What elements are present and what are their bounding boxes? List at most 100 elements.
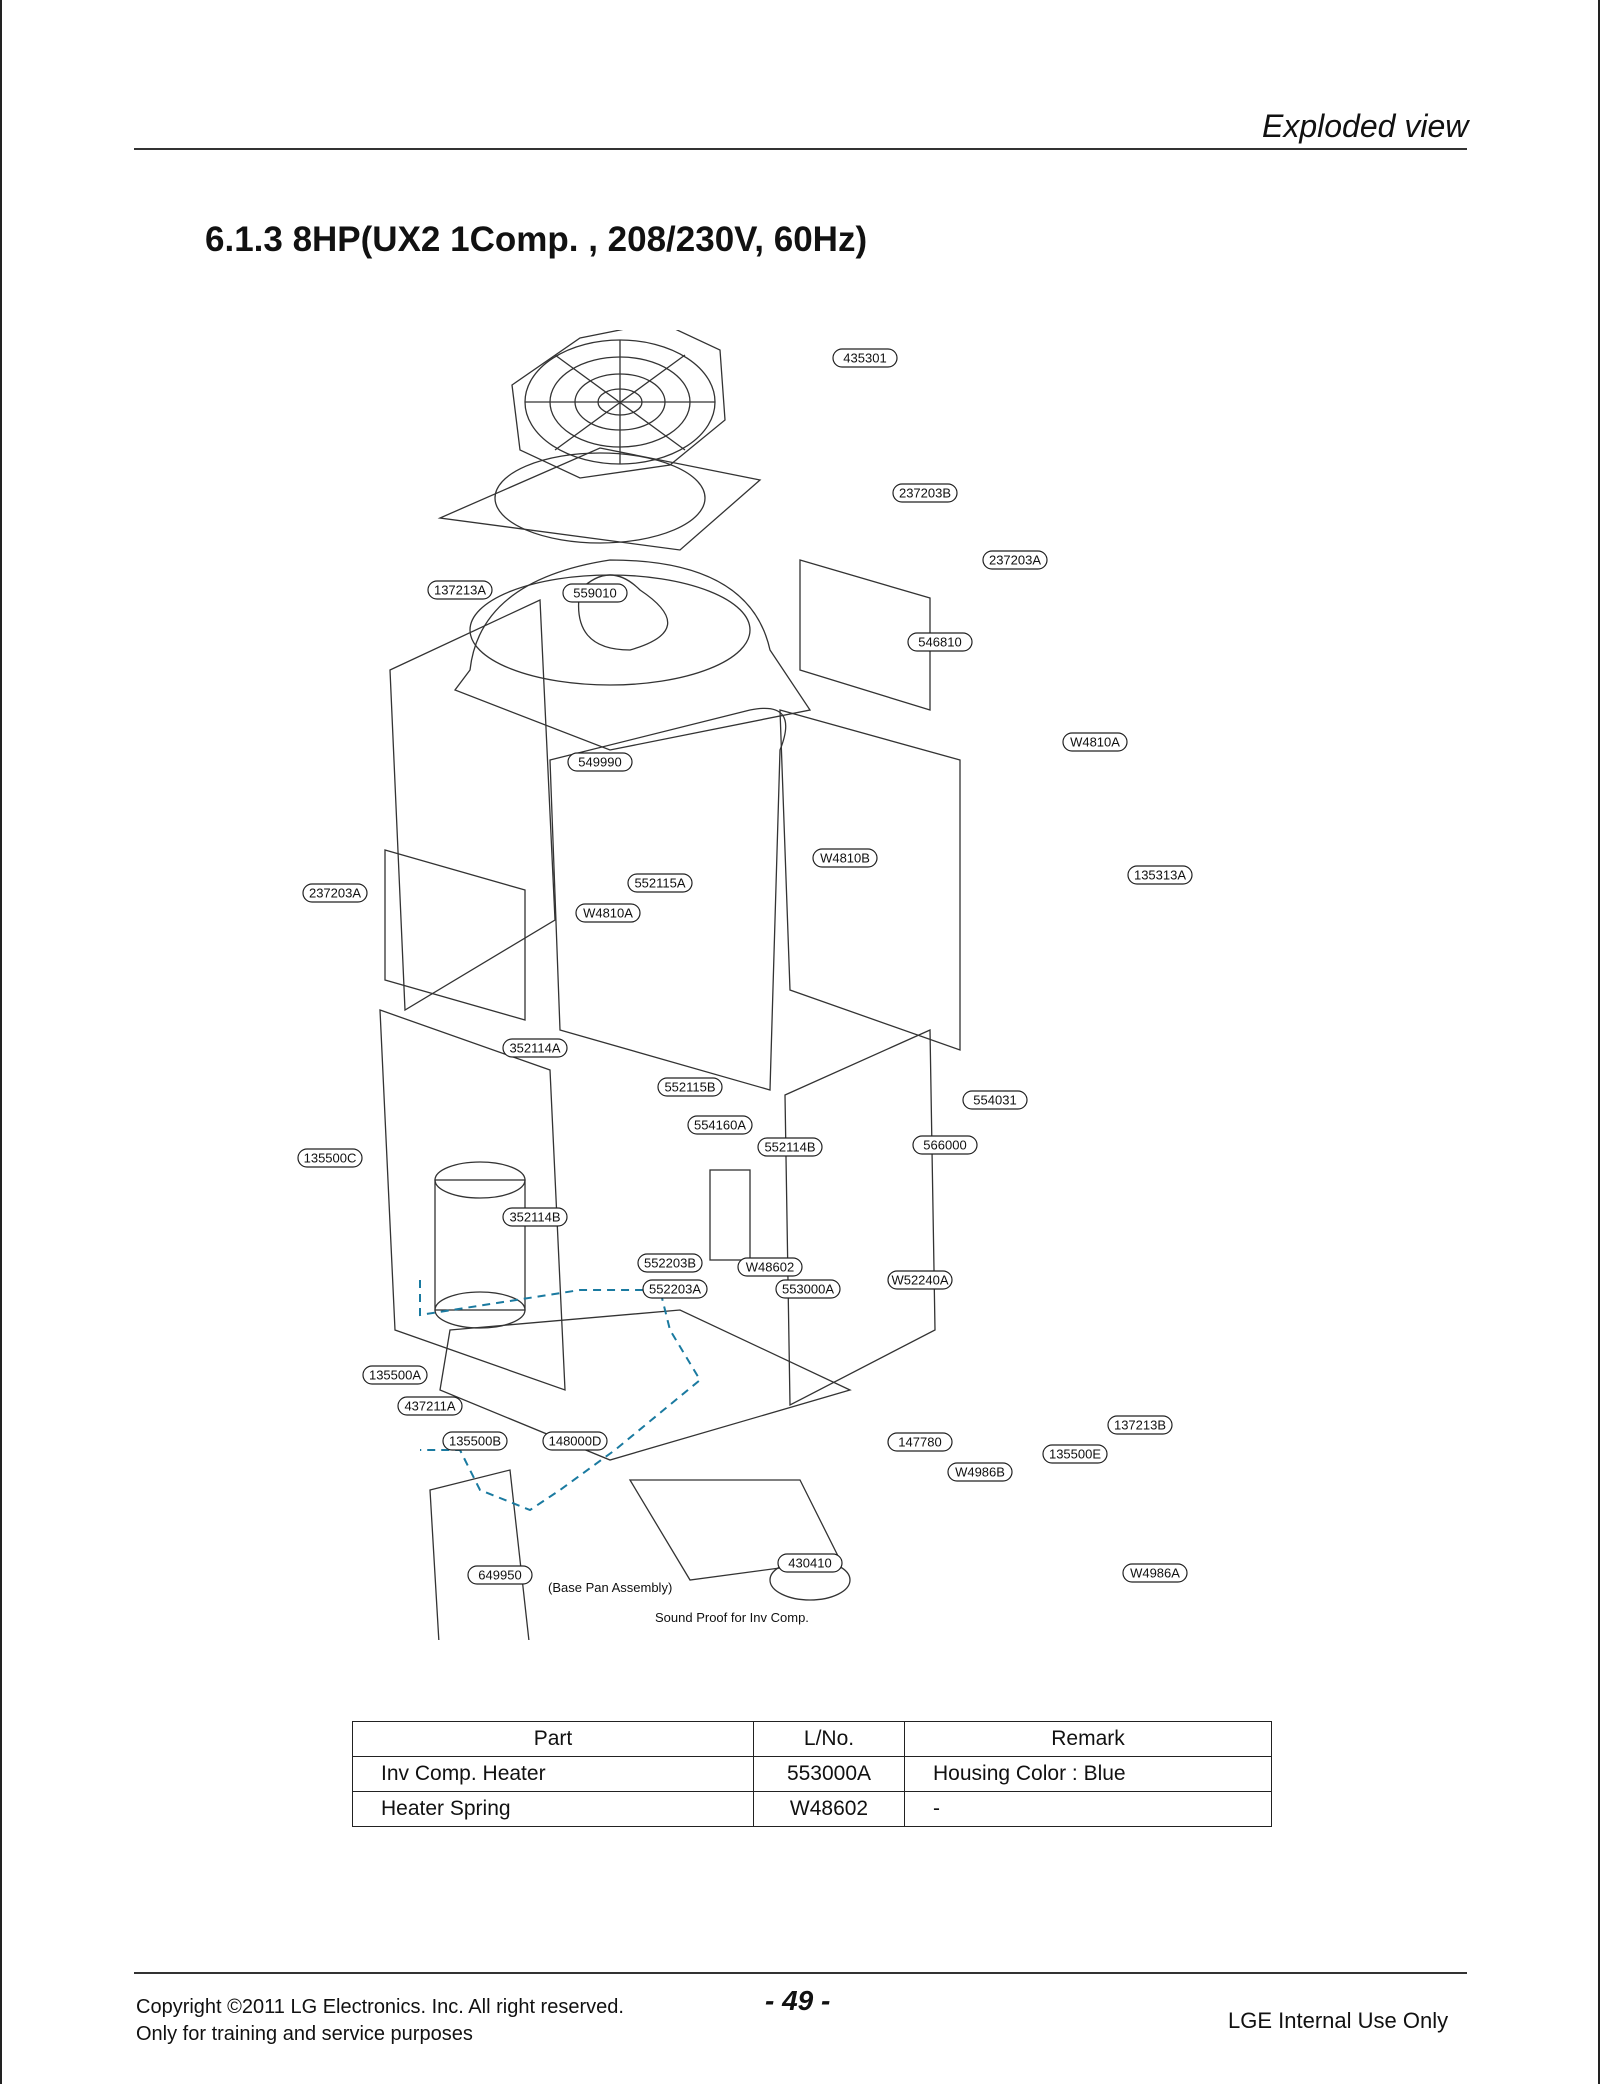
front-left-panel-drawing <box>379 1009 566 1391</box>
callout-label: 552114B <box>764 1140 815 1155</box>
cell-lno: W48602 <box>753 1791 905 1827</box>
part-callout: W52240A <box>887 1270 953 1290</box>
column-header-part: Part <box>352 1721 754 1757</box>
callout-label: W4810B <box>820 851 870 866</box>
part-callout: 135500E <box>1042 1444 1108 1464</box>
callout-bubble <box>467 1565 533 1585</box>
part-callout: W4810A <box>1062 732 1128 752</box>
callout-label: 552203A <box>649 1282 701 1297</box>
part-callout: 137213A <box>427 580 493 600</box>
part-callout: 554031 <box>962 1090 1028 1110</box>
callout-label: 135500A <box>369 1368 421 1383</box>
callout-bubble <box>657 1077 723 1097</box>
column-header-remark: Remark <box>904 1721 1272 1757</box>
callout-label: 135500C <box>304 1151 357 1166</box>
part-callout: 549990 <box>567 752 633 772</box>
callout-bubble <box>427 580 493 600</box>
right-top-panel-drawing <box>799 559 931 711</box>
table-header-row: Part L/No. Remark <box>352 1721 1272 1757</box>
callout-bubble <box>502 1207 568 1227</box>
table-row: Inv Comp. Heater 553000A Housing Color :… <box>352 1756 1272 1792</box>
callout-label: 552115A <box>634 876 685 891</box>
exploded-view-svg: 435301 237203B 237203A 137213A 559010 546810W… <box>297 321 1193 1661</box>
part-callout: 237203A <box>302 883 368 903</box>
callout-label: 549990 <box>578 755 621 770</box>
callout-bubble <box>962 1090 1028 1110</box>
front-right-panel-drawing <box>784 1029 936 1407</box>
callout-bubble <box>502 1038 568 1058</box>
part-callout: 135313A <box>1127 865 1193 885</box>
part-callout: 552115B <box>657 1077 723 1097</box>
callout-bubble <box>887 1270 953 1290</box>
part-callout: 147780 <box>887 1432 953 1452</box>
callout-bubble <box>575 903 641 923</box>
callout-label: 649950 <box>478 1568 521 1583</box>
callout-label: 237203B <box>899 486 951 501</box>
base-pan-drawing <box>439 1309 852 1461</box>
base-pan-dashed-outline <box>419 1280 702 1512</box>
cell-remark: - <box>904 1791 1272 1827</box>
callout-label: 437211A <box>404 1399 455 1414</box>
part-callout: 148000D <box>542 1431 608 1451</box>
callout-bubble <box>912 1135 978 1155</box>
callout-label: 554031 <box>973 1093 1016 1108</box>
callout-bubble <box>892 483 958 503</box>
part-callout: 237203A <box>982 550 1048 570</box>
purpose-text: Only for training and service purposes <box>136 2023 473 2045</box>
callout-bubble <box>1107 1415 1173 1435</box>
page-number: - 49 - <box>765 1985 831 2016</box>
part-callout: 135500B <box>442 1431 508 1451</box>
part-callout: 559010 <box>562 583 628 603</box>
callout-label: W4810A <box>1070 735 1120 750</box>
callout-bubble <box>982 550 1048 570</box>
callout-label: 352114A <box>509 1041 560 1056</box>
part-callout: 430410 <box>777 1553 843 1573</box>
top-plate-drawing <box>437 447 762 551</box>
part-callout: 552203A <box>642 1279 708 1299</box>
part-callout: 435301 <box>832 348 898 368</box>
table-row: Heater Spring W48602 - <box>352 1791 1272 1827</box>
callout-bubble <box>627 873 693 893</box>
callout-label: W4986A <box>1130 1566 1180 1581</box>
callout-label: W4810A <box>583 906 633 921</box>
callout-bubble <box>832 348 898 368</box>
footer-rule <box>134 1972 1467 1974</box>
part-callout: 553000A <box>775 1279 841 1299</box>
callout-label: 135500B <box>449 1434 501 1449</box>
callout-label: 137213A <box>434 583 486 598</box>
part-callout: W4986B <box>947 1462 1013 1482</box>
cell-part: Inv Comp. Heater <box>352 1756 754 1792</box>
part-callout: 546810 <box>907 632 973 652</box>
callout-label: 430410 <box>788 1556 831 1571</box>
callout-bubble <box>887 1432 953 1452</box>
cell-lno: 553000A <box>753 1756 905 1792</box>
callout-bubble <box>775 1279 841 1299</box>
callout-bubble <box>542 1431 608 1451</box>
callout-label: 237203A <box>989 553 1041 568</box>
callout-label: 135313A <box>1134 868 1186 883</box>
callout-label: 148000D <box>549 1434 602 1449</box>
part-callout: 552114B <box>757 1137 823 1157</box>
accumulator-drawing <box>709 1169 751 1261</box>
page-title: 6.1.3 8HP(UX2 1Comp. , 208/230V, 60Hz) <box>205 220 868 259</box>
callout-label: 552203B <box>644 1256 696 1271</box>
part-callout: 552203B <box>637 1253 703 1273</box>
cell-part: Heater Spring <box>352 1791 754 1827</box>
control-box-drawing <box>429 1469 531 1661</box>
callout-bubble <box>1122 1563 1188 1583</box>
callout-label: 147780 <box>898 1435 941 1450</box>
sound-proof-note: Sound Proof for Inv Comp. <box>655 1610 809 1625</box>
part-callout: W48602 <box>737 1257 803 1277</box>
callout-label: 137213B <box>1114 1418 1166 1433</box>
callout-bubble <box>1042 1444 1108 1464</box>
callout-bubble <box>1062 732 1128 752</box>
callout-bubble <box>562 583 628 603</box>
callout-label: 435301 <box>843 351 886 366</box>
callout-bubble <box>737 1257 803 1277</box>
callout-bubble <box>907 632 973 652</box>
part-callout: 437211A <box>397 1396 463 1416</box>
coil-guard-drawing <box>779 709 961 1051</box>
callout-label: 559010 <box>573 586 616 601</box>
callout-bubble <box>1127 865 1193 885</box>
callout-bubble <box>947 1462 1013 1482</box>
